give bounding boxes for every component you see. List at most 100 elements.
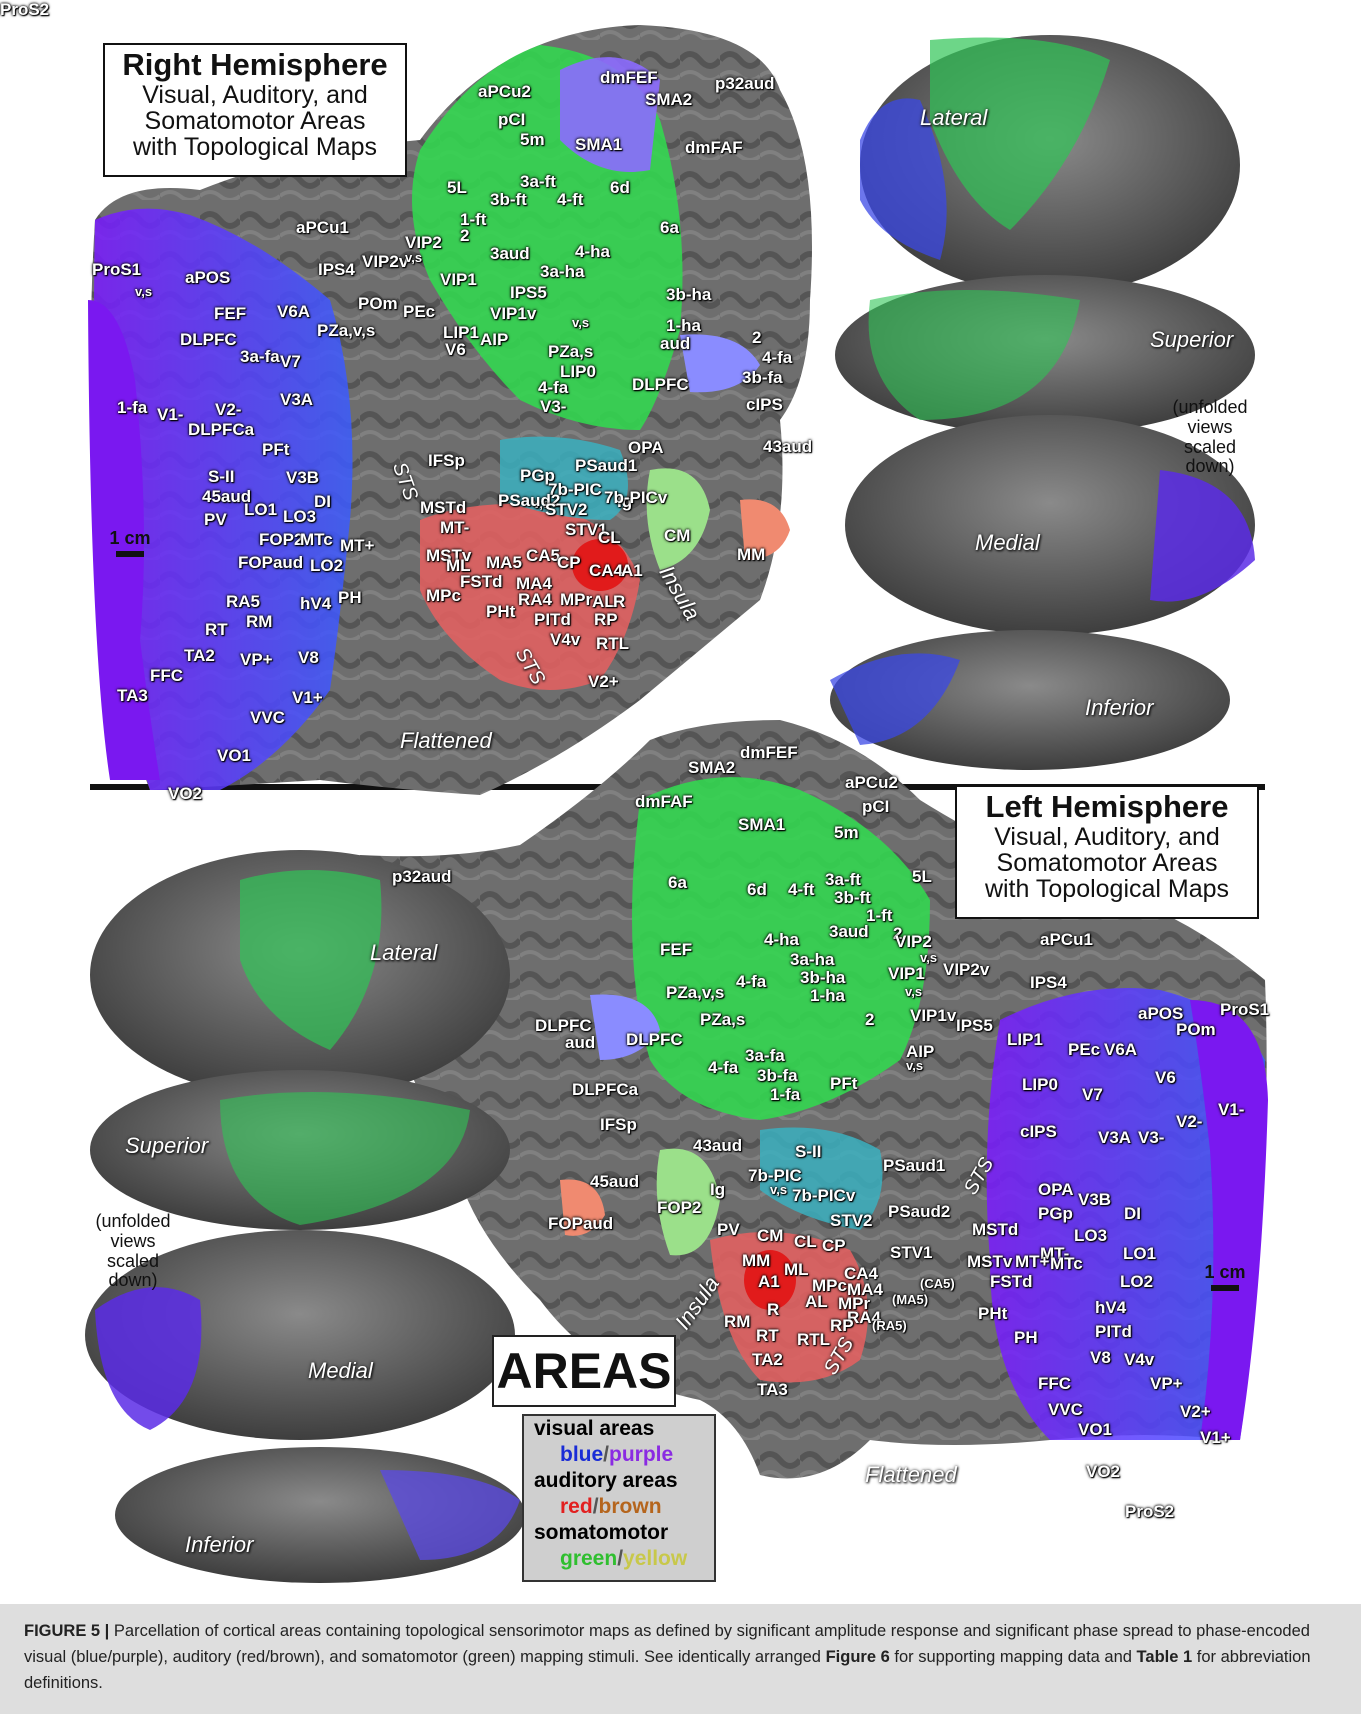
area-label: 4-fa (708, 1058, 738, 1078)
area-label: V8 (298, 648, 319, 668)
areas-title: AREAS (492, 1335, 676, 1407)
scale-bar-left: 1 cm (1195, 1262, 1255, 1291)
area-label: OPA (1038, 1180, 1074, 1200)
area-label: 3aud (490, 244, 530, 264)
area-label: p32aud (392, 867, 452, 887)
legend-red: red (560, 1495, 593, 1518)
area-label: dmFAF (685, 138, 743, 158)
area-label: PEc (1068, 1040, 1100, 1060)
area-label: MM (737, 545, 765, 565)
area-label: PFt (262, 440, 289, 460)
area-label: 43aud (763, 437, 812, 457)
area-label: DI (1124, 1204, 1141, 1224)
area-label: VIP2 (895, 932, 932, 952)
unfolded-note-left: (unfolded views scaled down) (88, 1212, 178, 1291)
area-label: VP+ (240, 650, 273, 670)
area-label: 5L (912, 867, 932, 887)
view-label-medial-right: Medial (975, 530, 1040, 556)
area-label: VVC (1048, 1400, 1083, 1420)
area-label: POm (1176, 1020, 1216, 1040)
area-label: PZa,v,s (666, 983, 724, 1003)
area-label: MTc (1050, 1254, 1083, 1274)
right-line2: Somatomotor Areas (105, 108, 405, 134)
area-label: RTL (596, 634, 629, 654)
area-label: LO3 (283, 507, 316, 527)
area-label: aud (660, 334, 690, 354)
legend-green: green (560, 1547, 617, 1570)
area-label: CP (822, 1236, 846, 1256)
area-label: FOP2 (657, 1198, 701, 1218)
area-label: VVC (250, 708, 285, 728)
area-label: 6a (668, 873, 687, 893)
area-label: 3b-ft (834, 888, 871, 908)
area-label: V8 (1090, 1348, 1111, 1368)
legend-somato-label: somatomotor (524, 1520, 714, 1546)
area-label: pCI (498, 110, 525, 130)
area-label: 1-ha (666, 316, 701, 336)
area-label: V3- (540, 397, 566, 417)
area-label: STV1 (890, 1243, 933, 1263)
note-line: down) (1165, 457, 1255, 477)
caption-ref-figure[interactable]: Figure 6 (826, 1648, 890, 1666)
caption-figure-label: FIGURE 5 | (24, 1622, 109, 1640)
area-label: MPc (426, 586, 461, 606)
scale-bar-line (1211, 1285, 1239, 1291)
area-label: LIP0 (1022, 1075, 1058, 1095)
area-label: PH (1014, 1328, 1038, 1348)
area-label: FOPaud (238, 553, 303, 573)
area-label: cIPS (746, 395, 783, 415)
area-label: ProS2 (0, 0, 49, 20)
area-label: 4-ft (557, 190, 583, 210)
right-line3: with Topological Maps (105, 134, 405, 160)
area-label: TA2 (752, 1350, 783, 1370)
area-label: OPA (628, 438, 664, 458)
area-label: 45aud (590, 1172, 639, 1192)
area-label: VO1 (217, 746, 251, 766)
scale-label: 1 cm (1195, 1262, 1255, 1283)
area-label: 2 (460, 226, 469, 246)
area-label: v,s (770, 1182, 787, 1197)
area-label: 1-fa (117, 398, 147, 418)
area-label: 3b-ha (666, 285, 711, 305)
area-label: dmFAF (635, 792, 693, 812)
area-label: PZa,s (548, 342, 593, 362)
area-label: v,s (135, 284, 152, 299)
area-label: PH (338, 588, 362, 608)
area-label: aPCu2 (478, 82, 531, 102)
area-label: (MA5) (892, 1292, 928, 1307)
area-label: 4-ha (575, 242, 610, 262)
scale-label: 1 cm (100, 528, 160, 549)
area-label: VIP2v (943, 960, 989, 980)
area-label: v,s (572, 315, 589, 330)
caption-ref-table[interactable]: Table 1 (1137, 1648, 1193, 1666)
area-label: VO2 (168, 784, 202, 804)
area-label: aPCu1 (1040, 930, 1093, 950)
area-label: RA5 (226, 592, 260, 612)
area-label: CL (598, 528, 621, 548)
area-label: ProS1 (92, 260, 141, 280)
area-label: DLPFC (632, 375, 689, 395)
area-label: 3a-ft (825, 870, 861, 890)
area-label: IPS5 (510, 283, 547, 303)
area-label: S-II (208, 467, 234, 487)
area-label: ProS1 (1220, 1000, 1269, 1020)
area-label: POm (358, 294, 398, 314)
areas-legend: visual areas blue/purple auditory areas … (522, 1414, 716, 1582)
legend-blue: blue (560, 1443, 603, 1466)
area-label: p32aud (715, 74, 775, 94)
area-label: TA3 (117, 686, 148, 706)
view-label-inferior-right: Inferior (1085, 695, 1153, 721)
area-label: 3b-fa (757, 1066, 798, 1086)
legend-somato-colors: green/yellow (524, 1546, 714, 1572)
area-label: VIP1v (910, 1006, 956, 1026)
area-label: S-II (795, 1142, 821, 1162)
area-label: MT+ (1015, 1252, 1049, 1272)
area-label: PGp (1038, 1204, 1073, 1224)
area-label: 2 (752, 328, 761, 348)
area-label: MSTd (420, 498, 466, 518)
area-label: V4v (1124, 1350, 1154, 1370)
area-label: MT+ (340, 536, 374, 556)
area-label: hV4 (1095, 1298, 1126, 1318)
figure-panel: Right Hemisphere Visual, Auditory, and S… (0, 0, 1361, 1600)
area-label: PFt (830, 1074, 857, 1094)
